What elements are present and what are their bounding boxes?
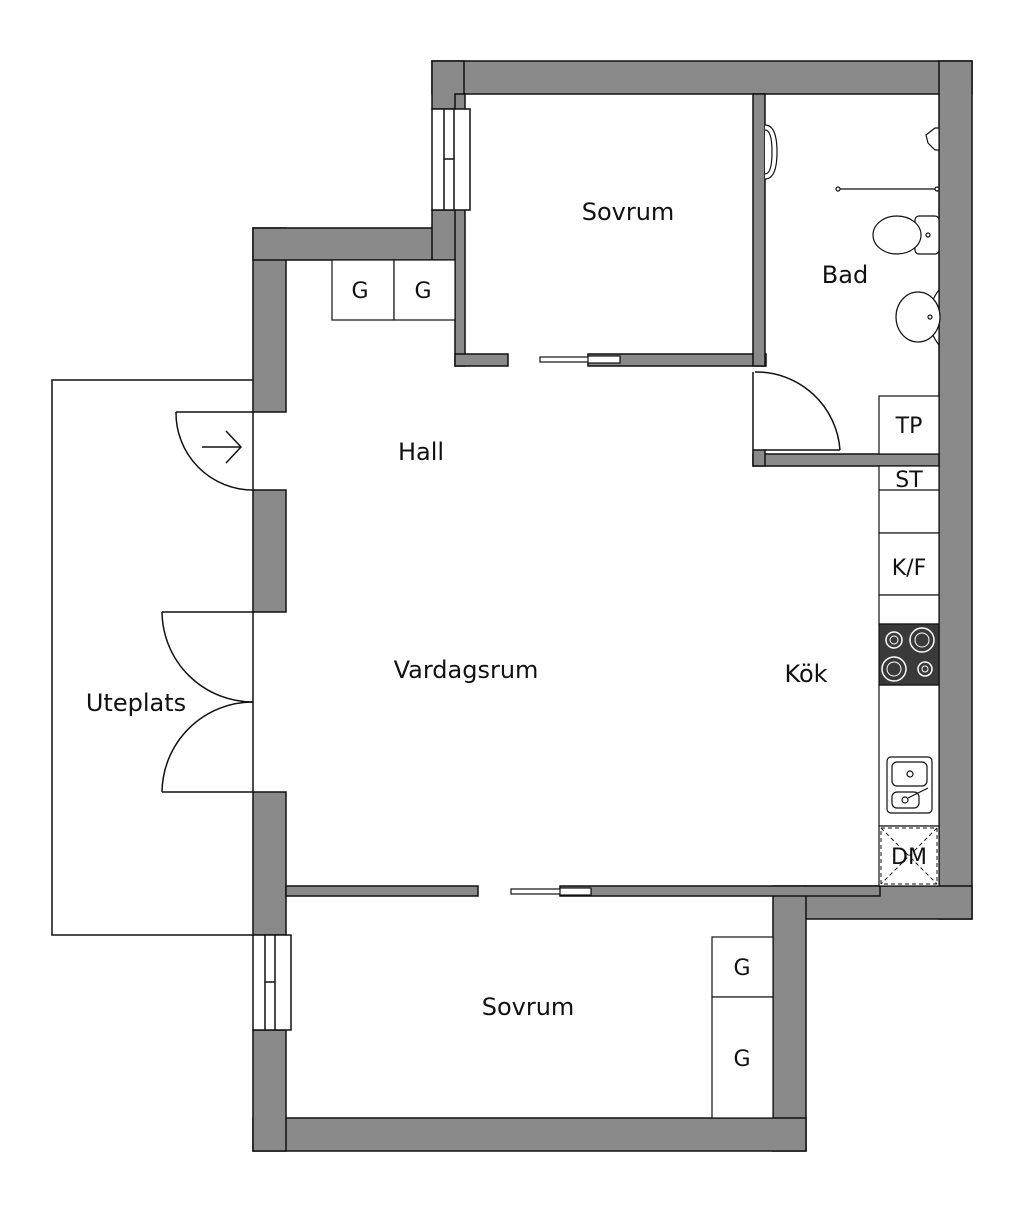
- wardrobe-hall-label-1: G: [351, 279, 368, 304]
- room-label-sovrum-top: Sovrum: [582, 198, 675, 226]
- bathroom-door: [752, 371, 841, 451]
- room-label-kok: Kök: [784, 660, 827, 688]
- sliding-door-sovrum-bottom: [510, 887, 592, 896]
- entrance-door: [175, 411, 254, 491]
- stove-icon: [878, 623, 940, 686]
- tp-label: TP: [895, 414, 923, 439]
- kf-label: K/F: [892, 556, 927, 581]
- patio-double-door: [161, 611, 254, 793]
- wardrobe-hall: [331, 259, 456, 321]
- wardrobe-sovrum-label-2: G: [733, 1047, 750, 1072]
- wardrobe-sovrum: [711, 936, 774, 1119]
- room-label-sovrum-bottom: Sovrum: [482, 993, 575, 1021]
- walls: [252, 60, 973, 1152]
- dishwasher-icon: [880, 827, 938, 885]
- window-sovrum-bottom: [252, 934, 292, 1031]
- room-label-uteplats: Uteplats: [86, 689, 186, 717]
- bathroom-fixtures: [764, 124, 941, 347]
- room-label-hall: Hall: [398, 438, 444, 466]
- room-label-bad: Bad: [822, 261, 868, 289]
- wardrobe-hall-label-2: G: [414, 279, 431, 304]
- window-sovrum-top: [431, 108, 471, 211]
- sliding-door-sovrum-top: [539, 355, 621, 364]
- dm-label: DM: [891, 845, 927, 870]
- entrance-arrow-icon: [202, 430, 243, 464]
- sink-icon: [886, 756, 933, 814]
- wardrobe-sovrum-label-1: G: [733, 956, 750, 981]
- patio-outline: [51, 379, 253, 936]
- st-label: ST: [895, 468, 923, 493]
- room-label-vardagsrum: Vardagsrum: [394, 656, 539, 684]
